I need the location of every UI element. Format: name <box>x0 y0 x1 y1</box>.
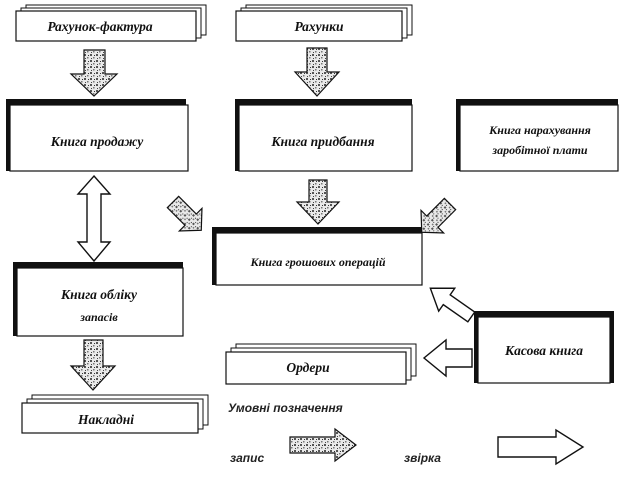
invoice-node: Рахунок-фактура <box>15 4 207 42</box>
purchase-book-label: Книга придбання <box>270 134 374 149</box>
cash-book-label: Касова книга <box>504 343 583 358</box>
record-arrow-sales-to-cashops <box>166 195 203 232</box>
waybills-label: Накладні <box>77 412 134 427</box>
legend-check-label: звірка <box>404 451 441 465</box>
waybills-node: Накладні <box>21 394 209 434</box>
inventory-book-label-1: Книга обліку <box>60 287 138 302</box>
check-arrow-cashbook-to-cashops <box>429 287 476 323</box>
purchase-book-node: Книга придбання <box>235 99 413 172</box>
accounts-label: Рахунки <box>294 19 344 34</box>
inventory-book-label-2: запасів <box>79 310 118 324</box>
record-arrow-inventory-to-waybills <box>69 339 117 391</box>
record-arrow-purchase-to-cashops <box>295 179 341 225</box>
legend-record-arrow <box>289 427 357 463</box>
inventory-book-node: Книга обліку запасів <box>13 262 184 337</box>
legend: Умовні позначення запис звірка <box>228 401 585 466</box>
record-arrow-invoice-to-sales <box>69 49 119 97</box>
payroll-book-label-1: Книга нарахування <box>488 123 591 137</box>
cash-ops-book-label: Книга грошових операцій <box>249 255 385 269</box>
sales-book-node: Книга продажу <box>6 99 189 172</box>
cash-ops-book-node: Книга грошових операцій <box>212 227 423 286</box>
check-arrow-cashbook-to-orders <box>422 338 473 378</box>
record-arrow-payroll-to-cashops <box>420 197 457 234</box>
payroll-book-label-2: заробітної плати <box>491 143 588 157</box>
accounts-node: Рахунки <box>235 4 413 42</box>
legend-title: Умовні позначення <box>228 401 343 415</box>
orders-node: Ордери <box>225 343 417 385</box>
orders-label: Ордери <box>286 360 330 375</box>
sales-book-label: Книга продажу <box>50 134 144 149</box>
invoice-label: Рахунок-фактура <box>47 19 153 34</box>
record-arrow-accounts-to-purchase <box>293 47 341 97</box>
check-arrow-sales-inventory <box>76 174 112 263</box>
cash-book-node: Касова книга <box>474 311 614 384</box>
legend-check-arrow <box>497 428 585 466</box>
payroll-book-node: Книга нарахування заробітної плати <box>456 99 619 172</box>
legend-record-label: запис <box>230 451 264 465</box>
